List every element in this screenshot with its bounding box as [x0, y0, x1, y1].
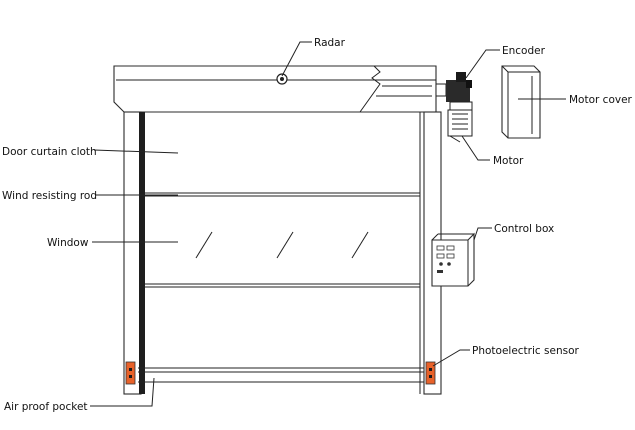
encoder-icon [466, 80, 472, 88]
window-panel [195, 231, 369, 259]
label-encoder: Encoder [502, 45, 546, 57]
label-motor: Motor [493, 155, 524, 167]
photoelectric-sensor-icon [125, 361, 436, 385]
label-radar: Radar [314, 37, 346, 49]
motor-cover-icon [501, 65, 541, 139]
radar-icon [276, 73, 288, 85]
motor-icon [435, 72, 473, 143]
control-box-icon [431, 232, 475, 287]
door-curtain [145, 192, 420, 288]
leader-lines [90, 41, 566, 407]
label-wind-resisting-rod: Wind resisting rod [2, 190, 97, 202]
label-photoelectric-sensor: Photoelectric sensor [472, 345, 580, 357]
roller-housing [113, 65, 437, 113]
label-door-curtain-cloth: Door curtain cloth [2, 146, 97, 158]
label-motor-cover: Motor cover [569, 94, 633, 106]
air-proof-pocket [138, 367, 424, 383]
left-guide-post [123, 111, 145, 395]
label-air-proof-pocket: Air proof pocket [4, 401, 88, 413]
label-window: Window [47, 237, 89, 249]
label-control-box: Control box [494, 223, 554, 235]
